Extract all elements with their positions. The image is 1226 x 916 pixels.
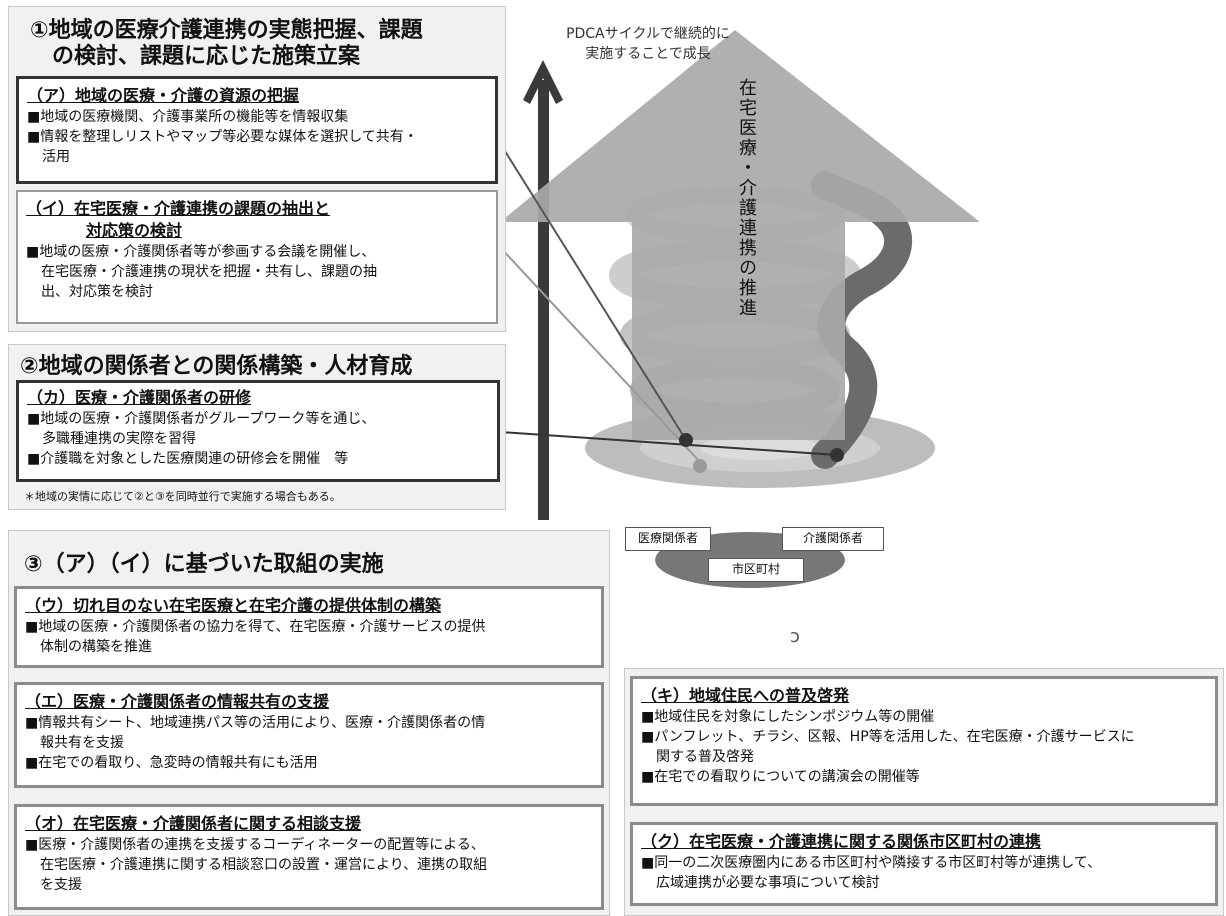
connector-line [497,244,701,463]
box-i-line: 出、対応策を検討 [41,284,153,300]
box-ki-line: 関する普及啓発 [656,749,754,765]
section1-title-line1: ①地域の医療介護連携の実態把握、課題 [30,18,423,43]
pdca-caption: PDCAサイクルで継続的に 実施することで成長 [528,24,768,64]
box-e-line: ■在宅での看取り、急変時の情報共有にも活用 [25,755,318,771]
box-u: （ウ）切れ目のない在宅医療と在宅介護の提供体制の構築 ■地域の医療・介護関係者の… [14,586,604,668]
node-dot [830,448,844,462]
growth-arrow-shaft [538,80,549,520]
box-e-title: （エ）医療・介護関係者の情報共有の支援 [25,692,330,711]
box-ku: （ク）在宅医療・介護連携に関する関係市区町村の連携 ■同一の二次医療圏内にある市… [630,822,1218,906]
box-ka-title: （カ）医療・介護関係者の研修 [27,388,252,407]
box-o: （オ）在宅医療・介護関係者に関する相談支援 ■医療・介護関係者の連携を支援するコ… [14,804,604,910]
node-dot [693,459,707,473]
growth-arrow-head [523,60,563,104]
node-dot [679,433,693,447]
box-a: （ア）地域の医療・介護の資源の把握 ■地域の医療機関、介護事業所の機能等を情報収… [16,76,498,184]
box-i-line: 在宅医療・介護連携の現状を把握・共有し、課題の抽 [41,264,377,280]
box-ka-line: ■介護職を対象とした医療関連の研修会を開催 等 [27,451,349,467]
box-e-line: ■情報共有シート、地域連携パス等の活用により、医療・介護関係者の情 [25,715,486,731]
section1-title: ①地域の医療介護連携の実態把握、課題 の検討、課題に応じた施策立案 [30,18,423,70]
section2-title: ②地域の関係者との関係構築・人材育成 [20,354,413,379]
box-ki-line: ■在宅での看取りについての講演会の開催等 [641,769,920,785]
stakeholder-care: 介護関係者 [782,527,884,551]
box-a-title: （ア）地域の医療・介護の資源の把握 [27,86,300,105]
box-ki: （キ）地域住民への普及啓発 ■地域住民を対象にしたシンポジウム等の開催 ■パンフ… [630,676,1218,806]
pdca-caption-line1: PDCAサイクルで継続的に [566,26,730,42]
box-ki-line: ■地域住民を対象にしたシンポジウム等の開催 [641,709,935,725]
box-ka: （カ）医療・介護関係者の研修 ■地域の医療・介護関係者がグループワーク等を通じ、… [16,380,500,482]
stray-mark: ɔ [790,626,800,647]
box-ki-line: ■パンフレット、チラシ、区報、HP等を活用した、在宅医療・介護サービスに [641,729,1135,745]
vertical-label: 在宅医療・介護連携の推進 [736,78,757,318]
box-o-title: （オ）在宅医療・介護関係者に関する相談支援 [25,814,362,833]
box-o-line: を支援 [40,877,82,893]
box-ku-line: 広域連携が必要な事項について検討 [656,875,880,891]
box-a-line: 活用 [42,149,70,165]
pdca-caption-line2: 実施することで成長 [585,46,711,62]
box-e-line: 報共有を支援 [40,735,124,751]
box-u-title: （ウ）切れ目のない在宅医療と在宅介護の提供体制の構築 [25,596,442,615]
box-o-line: ■医療・介護関係者の連携を支援するコーディネーターの配置等による、 [25,837,485,853]
box-i: （イ）在宅医療・介護連携の課題の抽出と 対応策の検討 ■地域の医療・介護関係者等… [16,190,498,324]
box-ku-title: （ク）在宅医療・介護連携に関する関係市区町村の連携 [641,832,1042,851]
box-o-line: 在宅医療・介護連携に関する相談窓口の設置・運営により、連携の取組 [40,857,488,873]
section2-note: ＊地域の実情に応じて②と③を同時並行で実施する場合もある。 [24,490,341,503]
box-a-line: ■地域の医療機関、介護事業所の機能等を情報収集 [27,109,349,125]
box-u-line: ■地域の医療・介護関係者の協力を得て、在宅医療・介護サービスの提供 [25,619,486,635]
box-a-line: ■情報を整理しリストやマップ等必要な媒体を選択して共有・ [27,129,418,145]
big-up-arrow [500,30,980,440]
connector-line [497,139,687,441]
box-i-title-line1: （イ）在宅医療・介護連携の課題の抽出と [26,199,331,218]
box-e: （エ）医療・介護関係者の情報共有の支援 ■情報共有シート、地域連携パス等の活用に… [14,682,604,788]
box-ka-line: ■地域の医療・介護関係者がグループワーク等を通じ、 [27,411,376,427]
connector-line [499,431,838,456]
box-ki-title: （キ）地域住民への普及啓発 [641,686,850,705]
section1-title-line2: の検討、課題に応じた施策立案 [52,44,361,69]
box-i-title-line2: 対応策の検討 [86,221,183,240]
box-ku-line: ■同一の二次医療圏内にある市区町村や隣接する市区町村等が連携して、 [641,855,1102,871]
box-ka-line: 多職種連携の実際を習得 [42,431,196,447]
section3-title: ③（ア）（イ）に基づいた取組の実施 [24,552,384,577]
box-u-line: 体制の構築を推進 [40,639,152,655]
stakeholder-municipality: 市区町村 [708,558,804,582]
box-i-line: ■地域の医療・介護関係者等が参画する会議を開催し、 [26,244,376,260]
stakeholder-medical: 医療関係者 [625,527,711,551]
